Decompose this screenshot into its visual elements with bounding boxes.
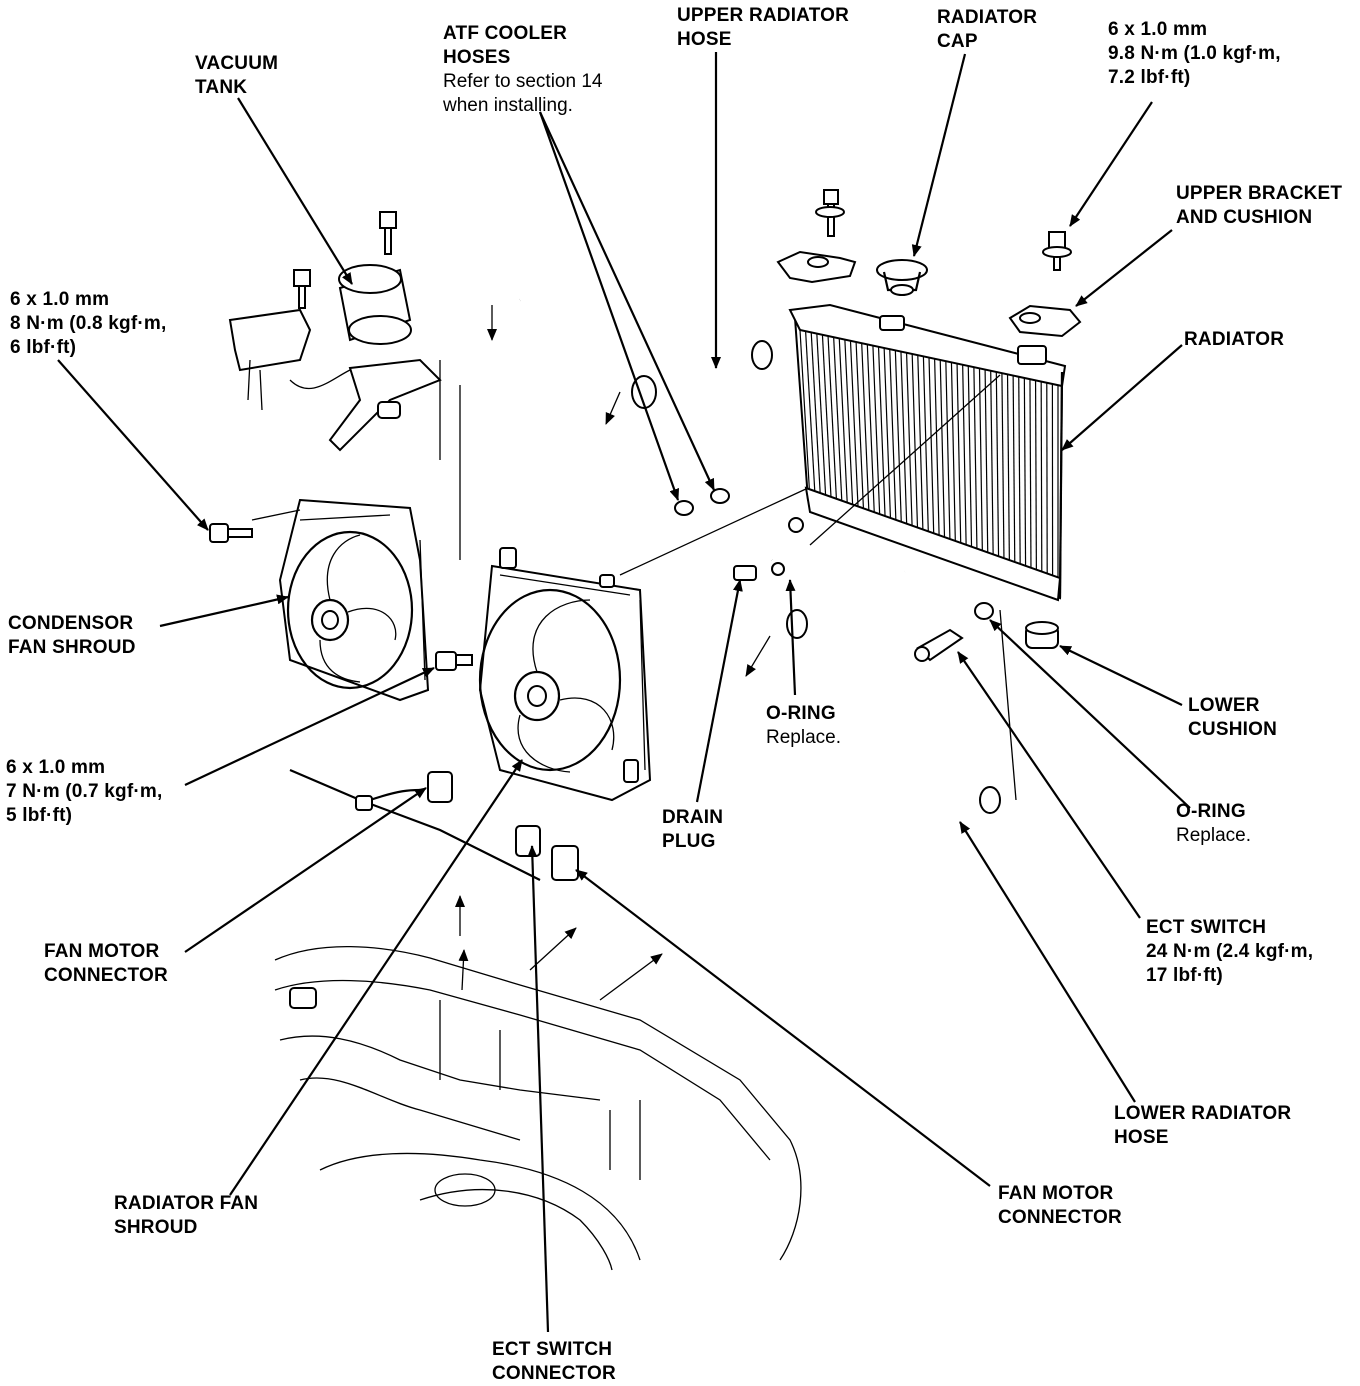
label-ect-line1: ECT SWITCH	[1146, 917, 1267, 938]
label-bolt-ll-line3: 5 lbf·ft)	[6, 805, 73, 826]
label-bolt-lu-line1: 6 x 1.0 mm	[10, 289, 110, 310]
label-ectc-line1: ECT SWITCH	[492, 1339, 613, 1360]
label-upper-bracket: UPPER BRACKET AND CUSHION	[1176, 182, 1342, 230]
label-condensor-line1: CONDENSOR	[8, 613, 134, 634]
label-fmc-left-line1: FAN MOTOR	[44, 941, 160, 962]
label-cap-line2: CAP	[937, 31, 978, 52]
label-upper-radiator-hose: UPPER RADIATOR HOSE	[677, 4, 849, 52]
label-fmc-left-line2: CONNECTOR	[44, 965, 168, 986]
radiator-shroud-part	[478, 547, 652, 802]
leader-lines	[57, 52, 1191, 1333]
label-condensor-fan-shroud: CONDENSOR FAN SHROUD	[8, 612, 136, 660]
label-bolt-tr-line3: 7.2 lbf·ft)	[1108, 67, 1191, 88]
label-lower-hose-line1: LOWER RADIATOR	[1114, 1103, 1292, 1124]
o-ring-right-part	[974, 602, 994, 620]
label-upper-hose-line2: HOSE	[677, 29, 732, 50]
engine-bay	[274, 895, 802, 1271]
label-bolt-lu-line3: 6 lbf·ft)	[10, 337, 77, 358]
upper-radiator-hose	[487, 263, 773, 425]
label-bolt-ll-line2: 7 N·m (0.7 kgf·m,	[6, 781, 163, 802]
label-radiator-cap: RADIATOR CAP	[937, 6, 1037, 54]
label-cap-line1: RADIATOR	[937, 7, 1038, 28]
label-ect-switch-connector: ECT SWITCH CONNECTOR	[492, 1338, 616, 1386]
label-atf-cooler-hoses: ATF COOLER HOSES Refer to section 14 whe…	[443, 22, 602, 118]
label-rfs-line1: RADIATOR FAN	[114, 1193, 259, 1214]
condensor-shroud-part	[209, 498, 473, 702]
label-radiator: RADIATOR	[1184, 328, 1284, 352]
label-drain-line2: PLUG	[662, 831, 716, 852]
label-bracket-line2: AND CUSHION	[1176, 207, 1313, 228]
label-vacuum-tank-line2: TANK	[195, 77, 248, 98]
label-o-ring-2-note: Replace.	[1176, 825, 1251, 846]
label-bolt-top-right: 6 x 1.0 mm 9.8 N·m (1.0 kgf·m, 7.2 lbf·f…	[1108, 18, 1281, 90]
label-drain-line1: DRAIN	[662, 807, 724, 828]
label-lower-cushion-line2: CUSHION	[1188, 719, 1278, 740]
label-fan-motor-connector-right: FAN MOTOR CONNECTOR	[998, 1182, 1122, 1230]
label-vacuum-tank-line1: VACUUM	[195, 53, 279, 74]
ect-switch-part	[914, 628, 964, 662]
label-drain-plug: DRAIN PLUG	[662, 806, 723, 854]
radiator-core	[788, 303, 1067, 602]
upper-bracket-right	[1008, 231, 1082, 338]
label-atf-note1: Refer to section 14	[443, 71, 603, 92]
label-lower-cushion: LOWER CUSHION	[1188, 694, 1277, 742]
vacuum-tank-part	[228, 211, 442, 452]
radiator-cap-part	[876, 259, 928, 296]
label-o-ring-2-line1: O-RING	[1176, 801, 1246, 822]
lower-cushion-part	[1025, 621, 1059, 649]
drain-plug-part	[733, 562, 785, 581]
label-condensor-line2: FAN SHROUD	[8, 637, 136, 658]
label-atf-line1: ATF COOLER	[443, 23, 568, 44]
label-fan-motor-connector-left: FAN MOTOR CONNECTOR	[44, 940, 168, 988]
label-bolt-tr-line2: 9.8 N·m (1.0 kgf·m,	[1108, 43, 1281, 64]
label-lower-cushion-line1: LOWER	[1188, 695, 1260, 716]
label-bolt-lu-line2: 8 N·m (0.8 kgf·m,	[10, 313, 167, 334]
label-atf-note2: when installing.	[443, 95, 573, 116]
label-ectc-line2: CONNECTOR	[492, 1363, 616, 1384]
label-o-ring-2: O-RING Replace.	[1176, 800, 1251, 848]
label-bolt-left-upper: 6 x 1.0 mm 8 N·m (0.8 kgf·m, 6 lbf·ft)	[10, 288, 167, 360]
label-o-ring-1: O-RING Replace.	[766, 702, 841, 750]
label-atf-line2: HOSES	[443, 47, 511, 68]
label-fmc-right-line2: CONNECTOR	[998, 1207, 1122, 1228]
label-vacuum-tank: VACUUM TANK	[195, 52, 278, 100]
label-ect-line2: 24 N·m (2.4 kgf·m,	[1146, 941, 1314, 962]
label-bolt-ll-line1: 6 x 1.0 mm	[6, 757, 106, 778]
guide-lines	[251, 360, 1017, 801]
upper-bracket-left	[776, 189, 857, 284]
label-bolt-tr-line1: 6 x 1.0 mm	[1108, 19, 1208, 40]
wire-harness	[289, 768, 579, 881]
label-ect-line3: 17 lbf·ft)	[1146, 965, 1223, 986]
label-bolt-left-lower: 6 x 1.0 mm 7 N·m (0.7 kgf·m, 5 lbf·ft)	[6, 756, 163, 828]
label-lower-radiator-hose: LOWER RADIATOR HOSE	[1114, 1102, 1291, 1150]
atf-cooler-hoses-part	[674, 488, 906, 578]
label-rfs-line2: SHROUD	[114, 1217, 198, 1238]
label-fmc-right-line1: FAN MOTOR	[998, 1183, 1114, 1204]
label-lower-hose-line2: HOSE	[1114, 1127, 1169, 1148]
label-bracket-line1: UPPER BRACKET	[1176, 183, 1343, 204]
label-upper-hose-line1: UPPER RADIATOR	[677, 5, 850, 26]
label-ect-switch: ECT SWITCH 24 N·m (2.4 kgf·m, 17 lbf·ft)	[1146, 916, 1313, 988]
label-radiator-line1: RADIATOR	[1184, 329, 1285, 350]
label-radiator-fan-shroud: RADIATOR FAN SHROUD	[114, 1192, 258, 1240]
label-o-ring-1-line1: O-RING	[766, 703, 836, 724]
label-o-ring-1-note: Replace.	[766, 727, 841, 748]
